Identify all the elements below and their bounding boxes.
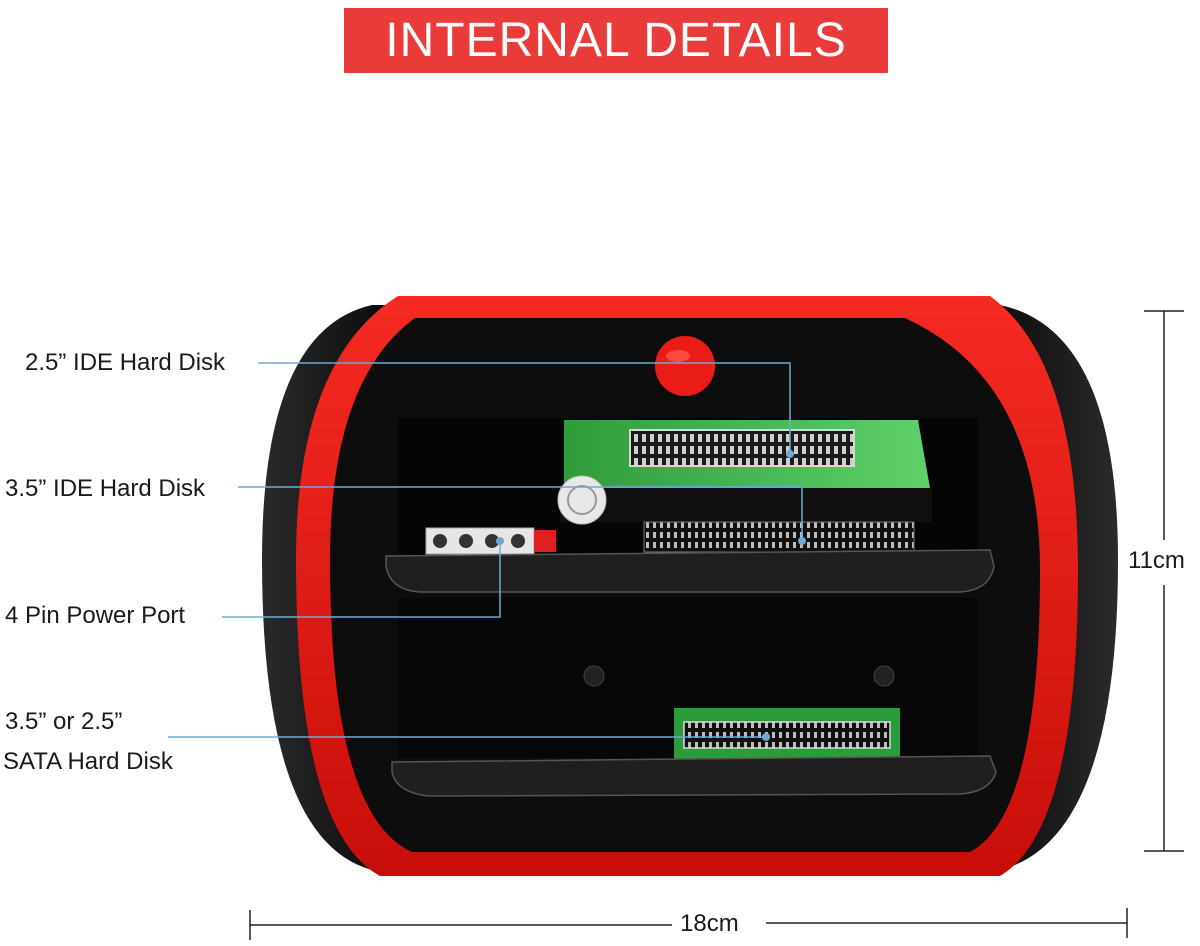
page-title-banner: INTERNAL DETAILS (344, 8, 888, 73)
sata-connector (683, 721, 891, 749)
width-dimension-line (249, 908, 1128, 940)
width-dimension-label: 18cm (676, 909, 743, 939)
page-title: INTERNAL DETAILS (385, 14, 847, 67)
callout-label-power-port: 4 Pin Power Port (5, 602, 186, 629)
callout-lines (168, 362, 803, 738)
callout-line-ide-25 (258, 362, 791, 454)
callout-line-power-port (222, 541, 501, 618)
callout-label-ide-25: 2.5” IDE Hard Disk (25, 349, 226, 376)
lower-tray (391, 755, 997, 797)
callout-line-ide-35 (238, 486, 803, 541)
callout-label-sata-line1: 3.5” or 2.5” (5, 708, 123, 735)
drive-label-sticker (557, 475, 607, 525)
height-dimension-line (1144, 310, 1184, 852)
callout-label-sata-line2: SATA Hard Disk (3, 748, 173, 775)
upper-tray (385, 549, 995, 593)
ide-25-connector (629, 429, 855, 467)
callout-label-ide-35: 3.5” IDE Hard Disk (5, 475, 206, 502)
height-dimension-label: 11cm (1124, 546, 1189, 576)
ide-35-connector (643, 521, 915, 553)
power-button (655, 336, 715, 396)
